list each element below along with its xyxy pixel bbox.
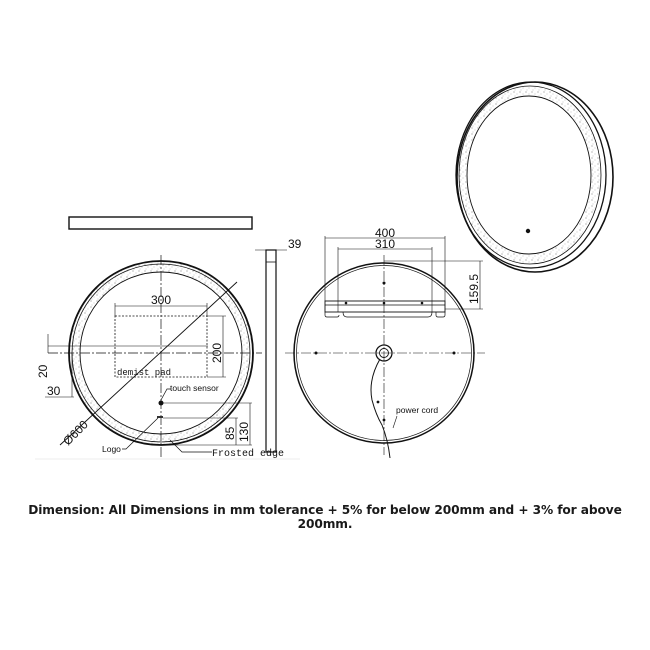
dim-310: 310 xyxy=(375,237,395,251)
logo-mark xyxy=(157,416,163,418)
dim-159-5: 159.5 xyxy=(467,274,481,304)
dim-400: 400 xyxy=(375,226,395,240)
hanging-bracket xyxy=(324,300,446,313)
dim-diameter: Ø600 xyxy=(60,417,91,448)
power-cord-label: power cord xyxy=(396,405,438,415)
front-view: 300 200 demist pad Ø600 20 30 touch sens… xyxy=(36,255,284,460)
frosted-edge-label: Frosted edge xyxy=(212,448,284,460)
demist-pad-label: demist pad xyxy=(117,368,171,378)
power-cord xyxy=(370,358,391,459)
touch-sensor-icon xyxy=(525,228,531,234)
logo-label: Logo xyxy=(102,444,121,454)
dim-39: 39 xyxy=(288,237,302,251)
back-view: 400 310 159.5 power cord xyxy=(285,226,485,459)
dim-130: 130 xyxy=(237,422,251,442)
dim-20: 20 xyxy=(36,364,50,378)
perspective-view xyxy=(455,81,614,273)
dimension-tolerance-caption: Dimension: All Dimensions in mm toleranc… xyxy=(28,503,622,531)
top-profile-bar xyxy=(68,216,253,230)
dim-200: 200 xyxy=(210,343,224,363)
dim-30: 30 xyxy=(47,384,61,398)
touch-sensor-icon xyxy=(158,400,164,406)
demist-pad xyxy=(114,315,208,378)
dim-85: 85 xyxy=(223,426,237,440)
touch-sensor-label: touch sensor xyxy=(170,383,219,393)
side-view: 39 xyxy=(255,237,302,453)
power-port-icon xyxy=(375,344,393,362)
dim-300: 300 xyxy=(151,293,171,307)
